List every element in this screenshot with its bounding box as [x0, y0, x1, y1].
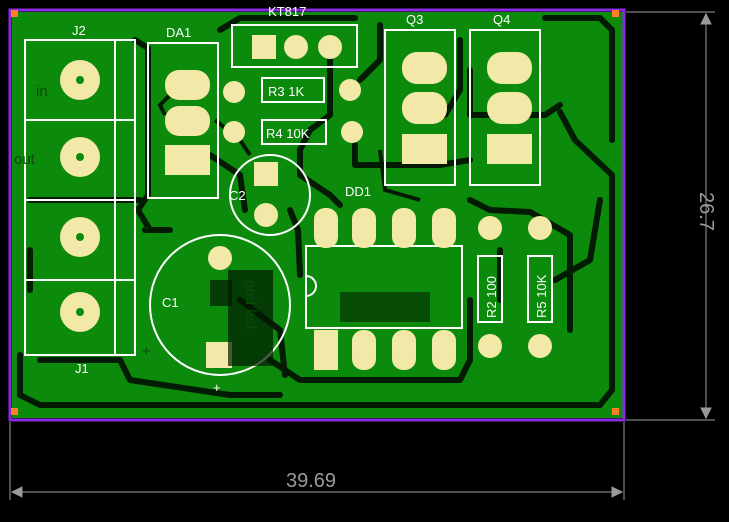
- label-kt817: KT817: [268, 4, 306, 19]
- board-outline: [8, 8, 626, 422]
- transistor-pads: [402, 52, 532, 164]
- c1-pads: [206, 246, 232, 368]
- r3-outline: [261, 77, 325, 103]
- da1-outline: [147, 42, 219, 199]
- r5-outline: [527, 255, 553, 323]
- label-r3: R3 1K: [268, 84, 304, 99]
- dimension-lines: [9, 11, 715, 500]
- r4-outline: [261, 119, 327, 145]
- kt817-pads: [252, 35, 342, 59]
- dimension-width: 39.69: [286, 470, 336, 492]
- label-r4: R4 10K: [266, 126, 310, 141]
- copper-text-plus: +: [142, 343, 151, 360]
- c1-copper-fill: [210, 270, 273, 366]
- q4-outline: [469, 29, 541, 186]
- c1-outline: [149, 234, 291, 376]
- copper-text-out: out: [14, 151, 36, 168]
- dd1-notch: [305, 275, 317, 297]
- c2-outline: [229, 154, 311, 236]
- label-r5: R5 10K: [534, 274, 549, 318]
- copper-text-in: in: [36, 83, 48, 100]
- dimension-height: 26.7: [695, 192, 717, 231]
- kt817-outline: [231, 24, 358, 68]
- label-c1-plus: +: [213, 380, 221, 395]
- j1-outline: [24, 199, 136, 356]
- c2-pads: [254, 162, 278, 227]
- corner-markers: [11, 10, 619, 415]
- label-da1: DA1: [166, 25, 191, 40]
- label-c2: C2: [229, 188, 246, 203]
- label-j1: J1: [75, 361, 89, 376]
- resistor-pads-top: [223, 79, 363, 143]
- q3-outline: [384, 29, 456, 186]
- label-q3: Q3: [406, 12, 423, 27]
- dd1-pads: [314, 208, 456, 370]
- dd1-outline: [305, 245, 463, 329]
- label-q4: Q4: [493, 12, 510, 27]
- label-j2: J2: [72, 23, 86, 38]
- da1-pads: [165, 70, 210, 175]
- label-r2: R2 100: [484, 276, 499, 318]
- r2-r5-pads: [478, 216, 552, 358]
- r2-outline: [477, 255, 503, 323]
- copper-text-gnd-led: gnd led: [242, 280, 259, 329]
- copper-text-minus: -: [144, 219, 149, 236]
- terminal-holes: [76, 76, 84, 316]
- label-dd1: DD1: [345, 184, 371, 199]
- label-c1: C1: [162, 295, 179, 310]
- dd1-cutout: [340, 292, 430, 322]
